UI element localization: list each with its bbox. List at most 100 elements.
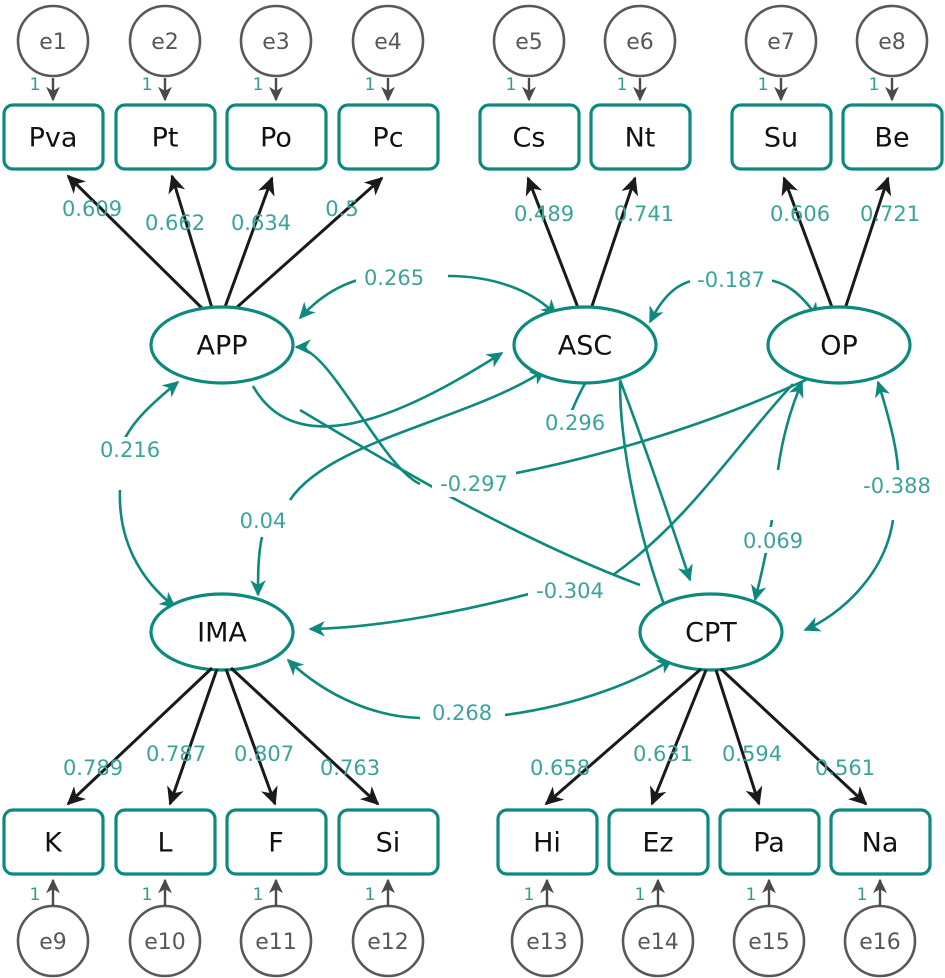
observed-label: Pa (753, 828, 785, 859)
fixed-one-label: 1 (142, 885, 153, 905)
observed-label: Su (764, 123, 798, 154)
loading-arrow-cpt-na (719, 667, 868, 806)
observed-node-Be: Be (841, 103, 944, 171)
loading-label-hi: 0.658 (530, 756, 590, 780)
structural-arc-op-cpt-b-top (875, 380, 900, 471)
structural-arc-op-cpt-a-top (776, 380, 804, 471)
error-node-e8: e8 1 (855, 4, 929, 102)
error-circle (351, 4, 425, 78)
label-bg (424, 700, 500, 726)
error-circle (744, 4, 818, 78)
loading-label-ez: 0.631 (633, 742, 693, 766)
observed-box (337, 103, 440, 171)
error-label: e10 (144, 930, 186, 955)
structural-label-ima-asc: 0.296 (545, 411, 605, 435)
error-label: e12 (367, 930, 409, 955)
loading-label-pva: 0.609 (62, 197, 122, 221)
observed-box (114, 103, 217, 171)
latent-ellipse (512, 305, 658, 385)
error-label: e14 (637, 930, 679, 955)
error-node-e12: e12 1 (351, 878, 425, 978)
structural-arc-ima-cross (299, 408, 641, 587)
structural-label-asc-op: -0.187 (697, 268, 765, 292)
error-label: e7 (767, 30, 795, 55)
error-circle (603, 4, 677, 78)
fixed-one-label: 1 (746, 885, 757, 905)
error-node-e6: e6 1 (603, 4, 677, 102)
structural-label-app-ima: 0.216 (100, 438, 160, 462)
observed-label: Pt (152, 123, 179, 154)
top-loading-arrows (66, 174, 892, 320)
error-node-e7: e7 1 (744, 4, 818, 102)
loading-label-po: 0.634 (231, 211, 291, 235)
loading-label-nt: 0.741 (614, 202, 674, 226)
bottom-loading-labels: 0.789 0.787 0.807 0.763 0.658 0.631 0.59… (63, 742, 875, 780)
loading-arrow-app-po (219, 176, 275, 319)
loading-arrow-cpt-hi (544, 667, 702, 806)
structural-label-op-cpt-a: 0.069 (743, 529, 803, 553)
latent-label: APP (196, 331, 247, 362)
loading-arrow-cpt-ez (650, 669, 708, 806)
error-node-e3: e3 1 (239, 4, 313, 102)
observed-node-Pa: Pa (718, 808, 821, 876)
latent-ellipse (638, 592, 784, 672)
latent-node-APP: APP (149, 305, 295, 385)
loading-arrow-ima-k (66, 666, 214, 806)
observed-box (225, 808, 328, 876)
observed-node-Nt: Nt (589, 103, 692, 171)
error-circle (492, 4, 566, 78)
observed-label: Cs (513, 123, 546, 154)
latent-ellipse (149, 305, 295, 385)
error-node-e13: e13 1 (510, 878, 584, 978)
observed-box (607, 808, 710, 876)
loading-arrow-app-pt (168, 174, 217, 319)
error-label: e5 (515, 30, 543, 55)
fixed-one-label: 1 (506, 75, 517, 95)
label-bg (537, 410, 613, 436)
structural-arc-op-cpt-b-bottom (803, 519, 895, 632)
structural-label-op-ima: -0.304 (536, 579, 604, 603)
latent-label: IMA (197, 618, 247, 649)
observed-node-Hi: Hi (496, 808, 599, 876)
error-label: e16 (859, 930, 901, 955)
loading-label-su: 0.606 (770, 202, 830, 226)
observed-node-Ez: Ez (607, 808, 710, 876)
latent-label: CPT (685, 618, 737, 649)
observed-node-Na: Na (829, 808, 932, 876)
loading-arrow-op-su (781, 176, 838, 319)
latent-label: OP (820, 331, 858, 362)
observed-label: K (44, 828, 63, 859)
observed-box (225, 103, 328, 171)
error-node-e10: e10 1 (128, 878, 202, 978)
error-circle (239, 4, 313, 78)
observed-box (2, 808, 105, 876)
observed-node-Cs: Cs (478, 103, 581, 171)
fixed-one-label: 1 (524, 885, 535, 905)
error-label: e9 (39, 930, 67, 955)
loading-label-pc: 0.5 (325, 197, 358, 221)
label-bg (432, 471, 516, 497)
observed-node-Su: Su (730, 103, 833, 171)
observed-label: F (268, 828, 284, 859)
observed-box (841, 103, 944, 171)
structural-arc-cpt-asc-helper (618, 381, 668, 611)
structural-label-op-app: -0.297 (440, 472, 508, 496)
observed-node-Pc: Pc (337, 103, 440, 171)
observed-label: Po (260, 123, 292, 154)
latent-constructs: APP ASC OP IMA CPT (149, 305, 912, 672)
structural-arc-asc-cpt (618, 379, 693, 582)
observed-box (496, 808, 599, 876)
observed-label: L (157, 828, 172, 859)
fixed-one-label: 1 (857, 885, 868, 905)
error-label: e11 (255, 930, 297, 955)
label-bg (232, 508, 294, 534)
loading-label-be: 0.721 (860, 202, 920, 226)
error-label: e2 (151, 30, 179, 55)
fixed-one-label: 1 (365, 885, 376, 905)
error-node-e1: e1 1 (16, 4, 90, 102)
observed-box (829, 808, 932, 876)
structural-arc-op-ima-left (308, 589, 541, 637)
fixed-one-label: 1 (758, 75, 769, 95)
loading-label-si: 0.763 (320, 756, 380, 780)
